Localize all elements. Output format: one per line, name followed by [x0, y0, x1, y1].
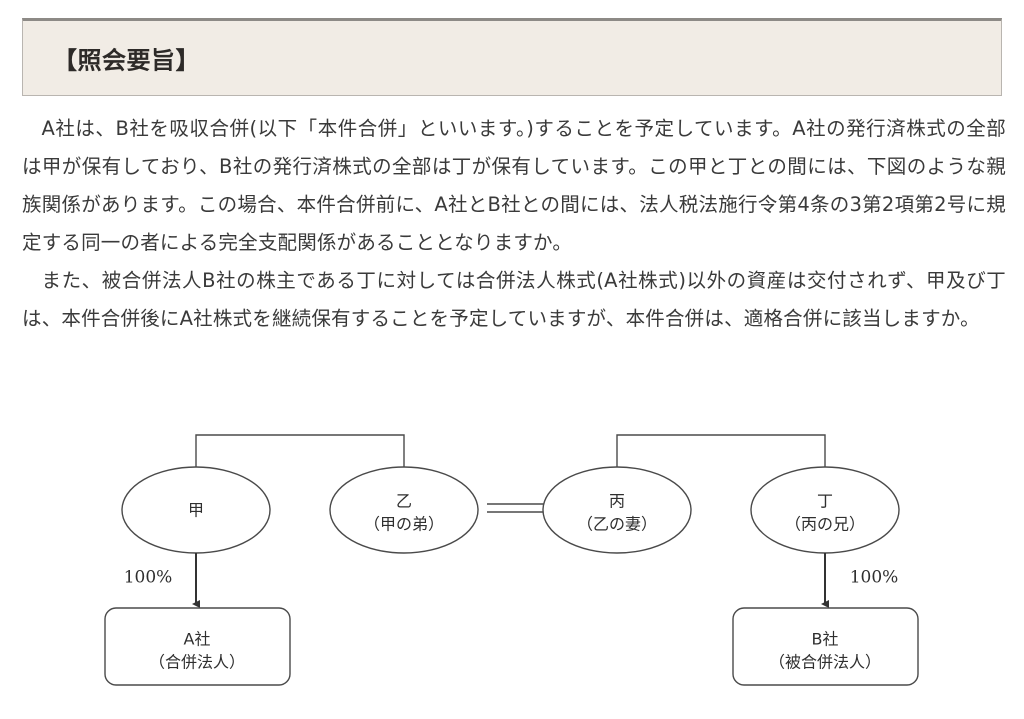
body-text: A社は、B社を吸収合併(以下「本件合併」といいます。)することを予定しています。…: [22, 110, 1006, 338]
company-node-a: [104, 607, 291, 686]
page-title: 【照会要旨】: [53, 46, 200, 75]
person-label-hei: 丙: [609, 492, 625, 511]
company-role-a: （合併法人）: [149, 653, 245, 672]
person-label-otsu: 乙: [396, 492, 412, 511]
person-relation-otsu: （甲の弟）: [364, 515, 444, 534]
diagram-canvas: 甲 乙 （甲の弟） 丙 （乙の妻） 丁 （丙の兄） 100% 100% A社 （…: [104, 434, 919, 686]
company-label-a: A社: [184, 630, 211, 649]
family-ownership-diagram: 甲 乙 （甲の弟） 丙 （乙の妻） 丁 （丙の兄） 100% 100% A社 （…: [0, 408, 1024, 708]
ownership-percent-b: 100%: [850, 568, 899, 588]
ownership-percent-a: 100%: [124, 568, 173, 588]
paragraph-1: A社は、B社を吸収合併(以下「本件合併」といいます。)することを予定しています。…: [22, 117, 1006, 254]
person-label-tei: 丁: [817, 492, 833, 511]
person-relation-tei: （丙の兄）: [785, 515, 865, 534]
person-node-hei: [542, 466, 692, 554]
person-node-otsu: [329, 466, 479, 554]
person-label-kou: 甲: [188, 501, 204, 520]
section-header-box: 【照会要旨】: [22, 18, 1002, 96]
company-node-b: [732, 607, 919, 686]
company-label-b: B社: [812, 630, 839, 649]
company-role-b: （被合併法人）: [769, 653, 881, 672]
paragraph-2: また、被合併法人B社の株主である丁に対しては合併法人株式(A社株式)以外の資産は…: [22, 269, 1006, 330]
person-relation-hei: （乙の妻）: [577, 515, 657, 534]
